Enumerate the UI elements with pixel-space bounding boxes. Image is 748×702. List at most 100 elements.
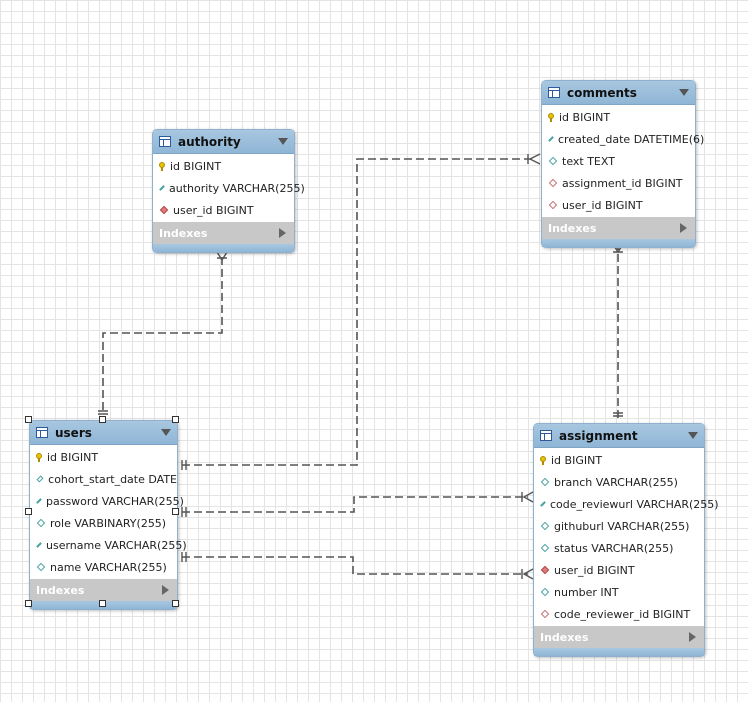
collapse-arrow-icon[interactable] xyxy=(278,138,288,145)
column-row[interactable]: githuburl VARCHAR(255) xyxy=(534,515,704,537)
column-label: id BIGINT xyxy=(47,450,99,464)
resize-handle[interactable] xyxy=(172,508,179,515)
column-row[interactable]: user_id BIGINT xyxy=(534,559,704,581)
column-icon xyxy=(159,185,165,191)
column-label: user_id BIGINT xyxy=(562,198,643,212)
column-row[interactable]: id BIGINT xyxy=(30,446,177,468)
resize-handle[interactable] xyxy=(25,600,32,607)
column-label: code_reviewurl VARCHAR(255) xyxy=(550,497,719,511)
column-list: id BIGINT authority VARCHAR(255) user_id B… xyxy=(153,154,305,221)
relationship-users-comments[interactable] xyxy=(182,158,534,466)
column-row[interactable]: cohort_start_date DATE xyxy=(30,468,177,490)
foreign-key-icon xyxy=(540,565,550,575)
foreign-key-nullable-icon xyxy=(548,200,558,210)
expand-arrow-icon[interactable] xyxy=(689,632,696,642)
resize-handle[interactable] xyxy=(99,600,106,607)
column-row[interactable]: id BIGINT xyxy=(153,155,294,177)
one-marker xyxy=(181,460,187,470)
column-label: branch VARCHAR(255) xyxy=(554,475,678,489)
entity-users[interactable]: users id BIGINT cohort_start_date DATE pass… xyxy=(29,420,187,610)
column-row[interactable]: password VARCHAR(255) xyxy=(30,490,184,512)
column-label: authority VARCHAR(255) xyxy=(169,181,305,195)
entity-header[interactable]: users xyxy=(30,421,177,445)
one-marker xyxy=(613,412,623,417)
column-icon xyxy=(540,521,550,531)
indexes-label: Indexes xyxy=(159,226,208,240)
column-row[interactable]: authority VARCHAR(255) xyxy=(153,177,305,199)
resize-handle[interactable] xyxy=(172,600,179,607)
column-row[interactable]: role VARBINARY(255) xyxy=(30,512,177,534)
entity-title: authority xyxy=(178,134,241,149)
many-marker xyxy=(521,568,534,580)
column-row[interactable]: text TEXT xyxy=(542,150,695,172)
one-marker xyxy=(181,507,187,517)
many-marker xyxy=(216,251,228,262)
primary-key-icon xyxy=(159,161,165,171)
resize-handle[interactable] xyxy=(99,416,106,423)
column-row[interactable]: code_reviewurl VARCHAR(255) xyxy=(534,493,719,515)
indexes-section[interactable]: Indexes xyxy=(153,222,294,244)
table-icon xyxy=(159,136,171,147)
entity-footer xyxy=(534,648,704,656)
column-label: name VARCHAR(255) xyxy=(50,560,167,574)
relationship-users-assignment-reviewer[interactable] xyxy=(182,556,528,575)
column-list: id BIGINT created_date DATETIME(6) text TE… xyxy=(542,105,704,216)
collapse-arrow-icon[interactable] xyxy=(679,89,689,96)
primary-key-icon xyxy=(540,455,546,465)
entity-footer xyxy=(153,244,294,252)
column-label: user_id BIGINT xyxy=(173,203,254,217)
expand-arrow-icon[interactable] xyxy=(279,228,286,238)
table-icon xyxy=(548,87,560,98)
relationship-users-assignment-user[interactable] xyxy=(182,496,528,513)
column-label: username VARCHAR(255) xyxy=(46,538,187,552)
column-row[interactable]: code_reviewer_id BIGINT xyxy=(534,603,704,625)
column-row[interactable]: username VARCHAR(255) xyxy=(30,534,187,556)
entity-header[interactable]: comments xyxy=(542,81,695,105)
resize-handle[interactable] xyxy=(25,416,32,423)
foreign-key-nullable-icon xyxy=(548,178,558,188)
indexes-section[interactable]: Indexes xyxy=(542,217,695,239)
one-marker xyxy=(98,410,108,415)
column-icon xyxy=(36,562,46,572)
entity-header[interactable]: authority xyxy=(153,130,294,154)
column-label: cohort_start_date DATE xyxy=(48,472,177,486)
column-list: id BIGINT branch VARCHAR(255) code_reviewu… xyxy=(534,448,719,625)
column-label: password VARCHAR(255) xyxy=(46,494,184,508)
foreign-key-nullable-icon xyxy=(540,609,550,619)
entity-assignment[interactable]: assignment id BIGINT branch VARCHAR(255) co… xyxy=(533,423,719,657)
resize-handle[interactable] xyxy=(172,416,179,423)
column-row[interactable]: assignment_id BIGINT xyxy=(542,172,695,194)
column-row[interactable]: name VARCHAR(255) xyxy=(30,556,177,578)
column-row[interactable]: user_id BIGINT xyxy=(153,199,294,221)
column-icon xyxy=(36,498,42,504)
column-label: id BIGINT xyxy=(551,453,603,467)
table-icon xyxy=(540,430,552,441)
primary-key-icon xyxy=(548,112,554,122)
column-row[interactable]: status VARCHAR(255) xyxy=(534,537,704,559)
column-row[interactable]: created_date DATETIME(6) xyxy=(542,128,704,150)
column-row[interactable]: id BIGINT xyxy=(542,106,695,128)
column-row[interactable]: number INT xyxy=(534,581,704,603)
column-label: number INT xyxy=(554,585,619,599)
column-row[interactable]: user_id BIGINT xyxy=(542,194,695,216)
expand-arrow-icon[interactable] xyxy=(162,585,169,595)
expand-arrow-icon[interactable] xyxy=(680,223,687,233)
relationship-users-authority[interactable] xyxy=(102,250,223,410)
collapse-arrow-icon[interactable] xyxy=(161,429,171,436)
many-marker xyxy=(521,491,534,503)
column-icon xyxy=(36,542,42,548)
column-icon xyxy=(36,518,46,528)
entity-authority[interactable]: authority id BIGINT authority VARCHAR(255)… xyxy=(152,129,305,253)
column-icon xyxy=(548,156,558,166)
resize-handle[interactable] xyxy=(25,508,32,515)
indexes-section[interactable]: Indexes xyxy=(534,626,704,648)
collapse-arrow-icon[interactable] xyxy=(688,432,698,439)
column-icon xyxy=(540,543,550,553)
column-label: created_date DATETIME(6) xyxy=(558,132,705,146)
entity-header[interactable]: assignment xyxy=(534,424,704,448)
column-row[interactable]: id BIGINT xyxy=(534,449,704,471)
column-row[interactable]: branch VARCHAR(255) xyxy=(534,471,704,493)
indexes-section[interactable]: Indexes xyxy=(30,579,177,601)
